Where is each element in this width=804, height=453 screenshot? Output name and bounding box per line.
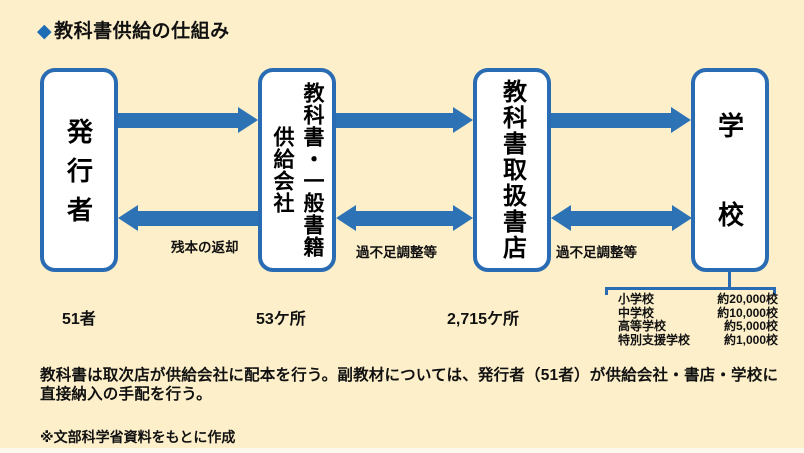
node-supply-company-columns: 教科書・一般書籍 供給会社 (267, 72, 327, 268)
arrow-head-right-icon (453, 205, 473, 231)
arrow-head-right-icon (238, 107, 258, 133)
school-stat-value: 約5,000校 (723, 319, 778, 333)
arrow-shaft (336, 112, 453, 128)
school-stat-row: 中学校 約10,000校 (618, 305, 778, 321)
node-publisher-label: 発行者 (63, 117, 94, 235)
node-bookstore-label: 教科書取扱書店 (498, 79, 526, 261)
count-publishers: 51者 (62, 311, 96, 328)
count-supply-companies: 53ケ所 (256, 311, 306, 328)
node-school-label: 学校 (714, 112, 745, 290)
arrow-shaft (551, 112, 671, 128)
description-paragraph: 教科書は取次店が供給会社に配本を行う。副教材については、発行者（51者）が供給会… (40, 367, 779, 403)
school-stat-value: 約1,000校 (723, 332, 778, 347)
node-bookstore: 教科書取扱書店 (473, 68, 551, 272)
edge-label-adjustment-1: 過不足調整等 (356, 245, 437, 260)
arrow-head-right-icon (453, 107, 473, 133)
school-bracket-tick-right (773, 287, 776, 295)
node-supply-company: 教科書・一般書籍 供給会社 (258, 68, 336, 272)
diamond-icon: ◆ (37, 21, 53, 42)
school-stat-row: 小学校 約20,000校 (618, 292, 778, 307)
school-stat-label: 中学校 (618, 305, 655, 320)
arrow-right-supply-to-bookstore (336, 106, 473, 134)
arrow-head-right-icon (671, 107, 691, 133)
arrow-head-left-icon (551, 205, 571, 231)
page-title-text: 教科書供給の仕組み (54, 21, 230, 42)
arrow-shaft (356, 210, 453, 226)
node-school: 学校 (691, 68, 769, 290)
arrow-double-bookstore-school (551, 204, 692, 232)
arrow-head-right-icon (672, 205, 692, 231)
bottom-edge-strip (0, 448, 804, 453)
arrow-head-left-icon (118, 205, 138, 231)
arrow-left-supply-to-publisher (118, 204, 258, 232)
source-note: ※文部科学省資料をもとに作成 (40, 429, 236, 445)
edge-label-return: 残本の返却 (171, 240, 239, 255)
school-stats-list: 小学校 約20,000校 中学校 約10,000校 高等学校 約5,000校 特… (618, 292, 778, 348)
school-stat-value: 約20,000校 (717, 292, 778, 306)
edge-label-adjustment-2: 過不足調整等 (556, 245, 637, 260)
school-bracket-line (605, 287, 776, 290)
page-title: ◆教科書供給の仕組み (37, 16, 230, 43)
arrow-right-publisher-to-supply (118, 106, 258, 134)
node-supply-company-label-col2: 供給会社 (271, 126, 294, 214)
school-stat-label: 小学校 (618, 292, 655, 306)
arrow-shaft (138, 210, 258, 226)
school-stat-row: 高等学校 約5,000校 (618, 319, 778, 334)
node-publisher: 発行者 (40, 68, 118, 272)
school-bracket-stem (728, 270, 731, 289)
school-stat-row: 特別支援学校 約1,000校 (618, 332, 778, 348)
school-stat-label: 高等学校 (618, 319, 667, 333)
arrow-double-supply-bookstore (336, 204, 473, 232)
school-bracket-tick-left (605, 287, 608, 295)
arrow-shaft (571, 210, 672, 226)
school-stat-label: 特別支援学校 (618, 332, 691, 347)
arrow-right-bookstore-to-school (551, 106, 691, 134)
school-stat-value: 約10,000校 (717, 305, 778, 320)
node-supply-company-label-col1: 教科書・一般書籍 (301, 82, 324, 258)
arrow-head-left-icon (336, 205, 356, 231)
arrow-shaft (118, 112, 238, 128)
count-bookstores: 2,715ケ所 (447, 311, 520, 328)
